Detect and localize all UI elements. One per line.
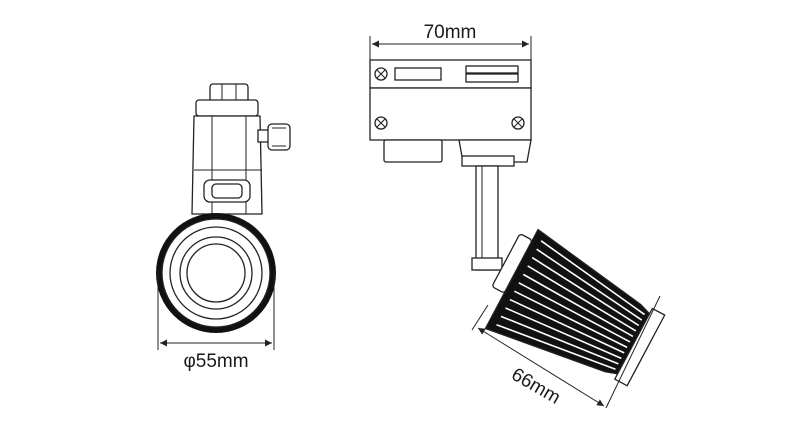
dimension-track-width: 70mm (369, 22, 532, 62)
track-width-label: 70mm (424, 22, 477, 43)
heatsink-fin (522, 273, 634, 338)
stem (471, 165, 503, 271)
side-view: 70mm (369, 22, 666, 409)
heatsink-fin (513, 290, 628, 349)
heatsink-fin (509, 298, 625, 354)
spotlight-head (484, 228, 666, 387)
heatsink-fin (531, 256, 640, 327)
neck-collar (203, 179, 251, 203)
track-adapter (369, 59, 532, 167)
head-length-label: 66mm (508, 364, 564, 409)
front-view: φ55mm (156, 83, 291, 372)
dimension-head-diameter: φ55mm (157, 270, 275, 372)
head-diameter-label: φ55mm (183, 351, 248, 372)
heatsink-fin (527, 265, 637, 332)
side-knob (257, 123, 291, 151)
heatsink-fin (518, 282, 631, 343)
heatsink-fin (540, 240, 646, 316)
heatsink-head (156, 213, 276, 333)
heatsink-fin (536, 248, 643, 321)
